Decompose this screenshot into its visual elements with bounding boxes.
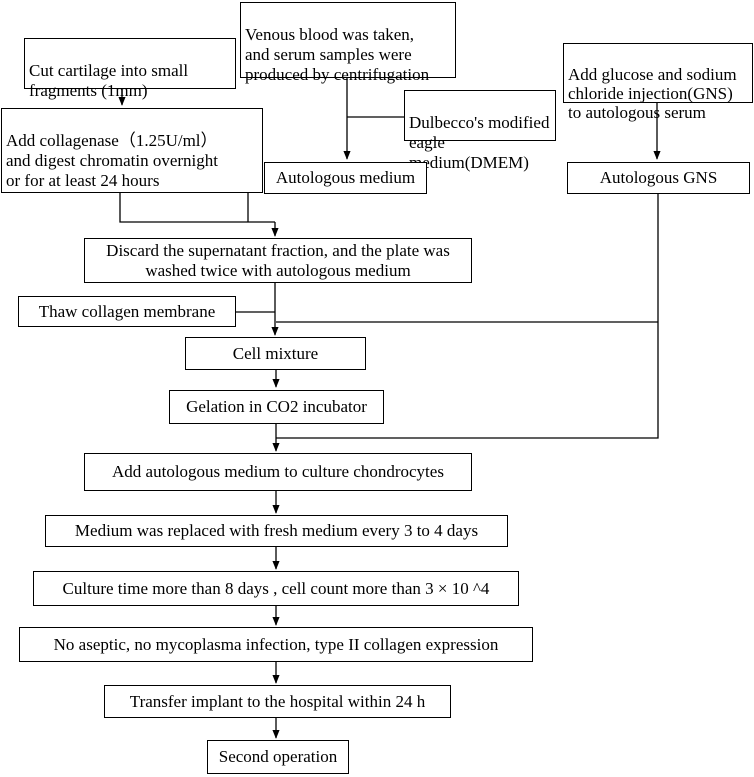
second-operation-box: Second operation	[207, 740, 349, 774]
cell-mixture-box: Cell mixture	[185, 337, 366, 370]
transfer-implant-box: Transfer implant to the hospital within …	[104, 685, 451, 718]
transfer-implant-text: Transfer implant to the hospital within …	[129, 691, 426, 711]
autologous-gns-box: Autologous GNS	[567, 162, 750, 194]
discard-supernatant-box: Discard the supernatant fraction, and th…	[84, 238, 472, 283]
dmem-box: Dulbecco's modified eagle medium(DMEM)	[404, 90, 556, 172]
culture-time-text: Culture time more than 8 days , cell cou…	[62, 578, 490, 598]
dmem-text: Dulbecco's modified eagle medium(DMEM)	[409, 113, 550, 172]
venous-blood-text: Venous blood was taken, and serum sample…	[245, 25, 430, 84]
gns-injection-box: Add glucose and sodium chloride injectio…	[563, 43, 753, 122]
collagenase-text: Add collagenase（1.25U/ml） and digest chr…	[6, 131, 218, 190]
gelation-text: Gelation in CO2 incubator	[186, 397, 367, 416]
add-medium-culture-text: Add autologous medium to culture chondro…	[112, 462, 444, 481]
thaw-collagen-text: Thaw collagen membrane	[38, 301, 216, 321]
autologous-medium-text: Autologous medium	[275, 168, 416, 187]
medium-replaced-box: Medium was replaced with fresh medium ev…	[45, 515, 508, 547]
discard-supernatant-text: Discard the supernatant fraction, and th…	[106, 240, 450, 280]
collagenase-box: Add collagenase（1.25U/ml） and digest chr…	[1, 108, 263, 193]
cut-cartilage-box: Cut cartilage into small fragments (1mm)	[24, 38, 236, 100]
medium-replaced-text: Medium was replaced with fresh medium ev…	[74, 521, 479, 540]
autologous-gns-text: Autologous GNS	[599, 168, 718, 187]
second-operation-text: Second operation	[218, 747, 338, 766]
cut-cartilage-text: Cut cartilage into small fragments (1mm)	[29, 61, 189, 100]
gelation-box: Gelation in CO2 incubator	[169, 390, 384, 424]
no-aseptic-box: No aseptic, no mycoplasma infection, typ…	[19, 627, 533, 662]
cell-mixture-text: Cell mixture	[232, 343, 319, 363]
no-aseptic-text: No aseptic, no mycoplasma infection, typ…	[53, 634, 499, 654]
venous-blood-box: Venous blood was taken, and serum sample…	[240, 2, 456, 84]
gns-injection-text: Add glucose and sodium chloride injectio…	[568, 65, 737, 122]
add-medium-culture-box: Add autologous medium to culture chondro…	[84, 453, 472, 491]
thaw-collagen-box: Thaw collagen membrane	[18, 296, 236, 327]
culture-time-box: Culture time more than 8 days , cell cou…	[33, 571, 519, 606]
autologous-medium-box: Autologous medium	[264, 162, 427, 194]
